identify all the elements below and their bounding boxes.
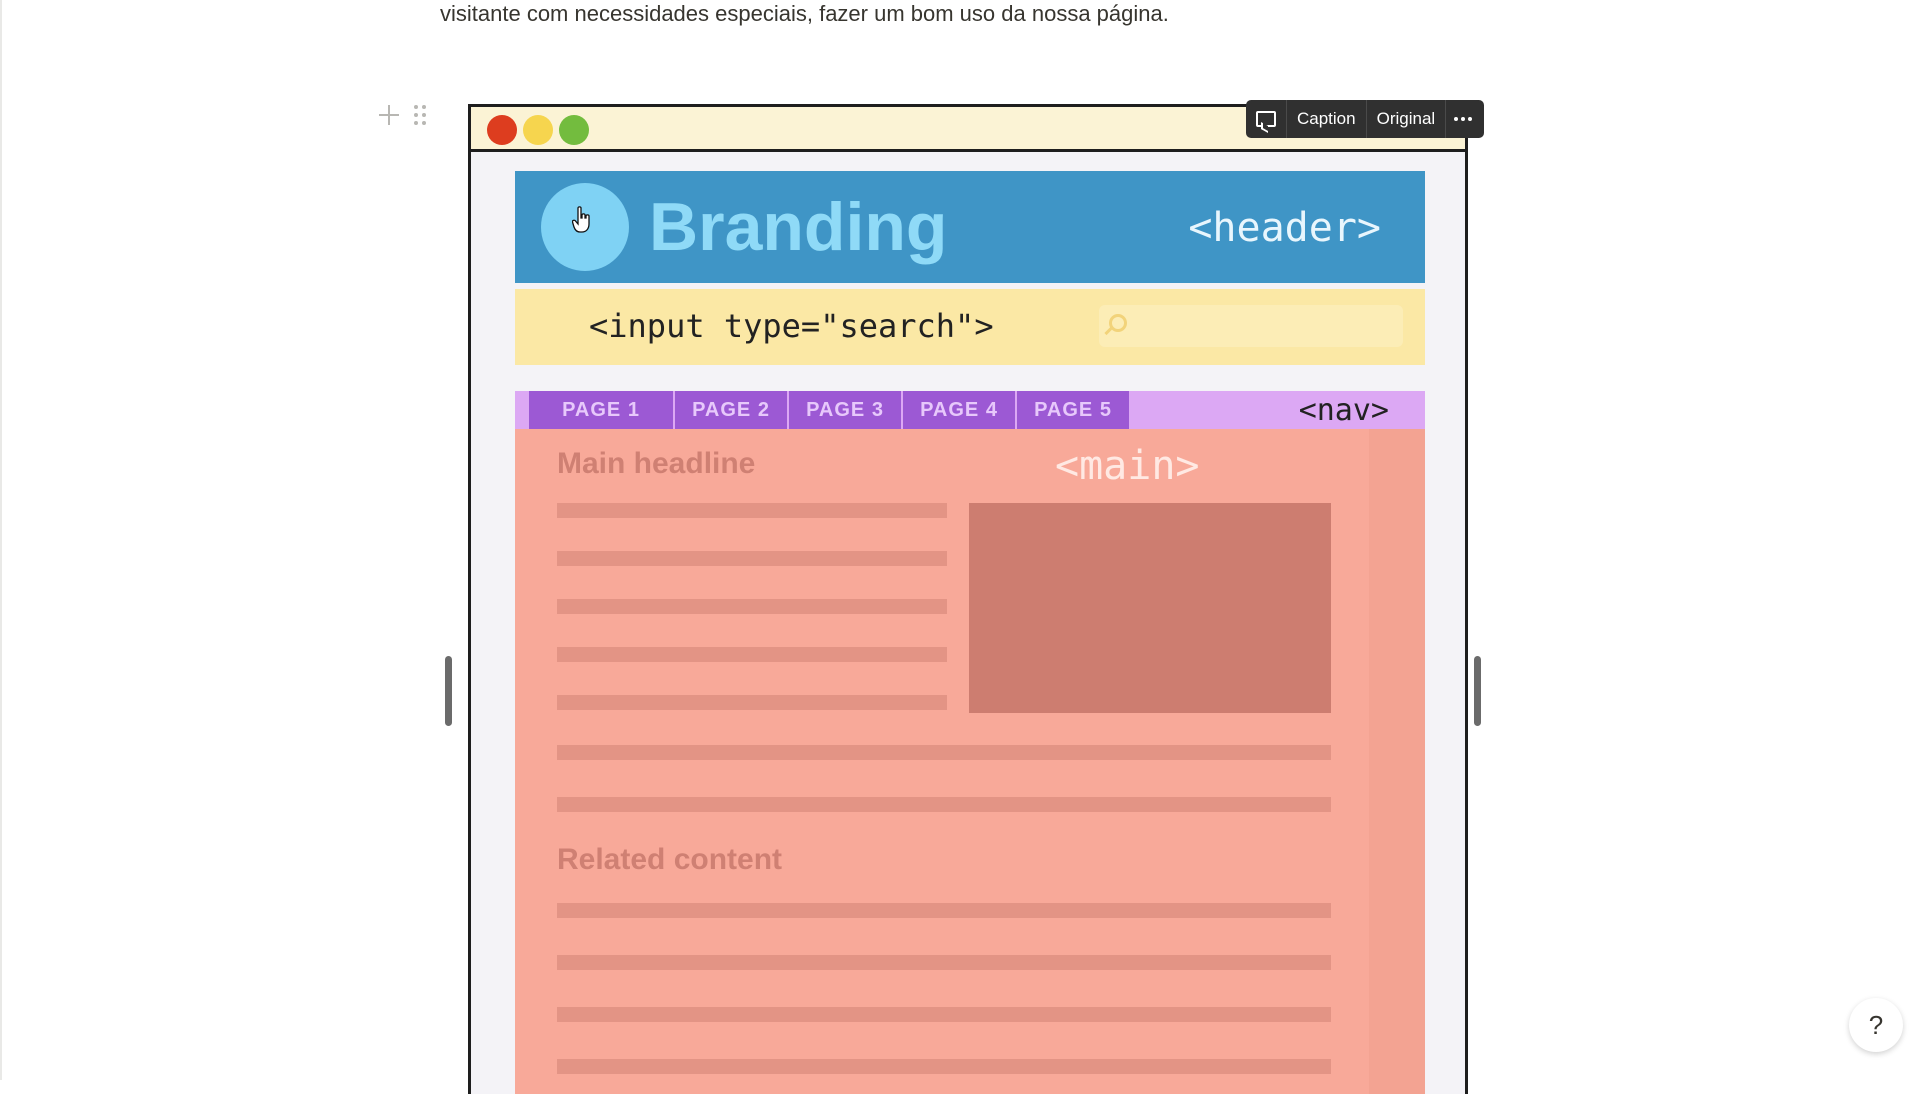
resize-handle-right[interactable]	[1474, 656, 1481, 726]
caption-button[interactable]: Caption	[1287, 100, 1367, 138]
hand-cursor-icon	[572, 206, 590, 233]
placeholder-text-line	[557, 695, 947, 710]
placeholder-text-line	[557, 647, 947, 662]
image-placeholder	[969, 503, 1331, 713]
placeholder-text-line	[557, 745, 1331, 760]
placeholder-text-line	[557, 903, 1331, 918]
search-code-label: <input type="search">	[589, 307, 994, 345]
embedded-image[interactable]: Branding <header> <input type="search"> …	[468, 104, 1468, 1094]
page-left-border	[0, 0, 2, 1080]
mock-search-field	[1099, 305, 1403, 347]
plus-icon[interactable]	[378, 104, 400, 126]
close-dot-icon	[487, 115, 517, 145]
magnifier-icon	[1109, 314, 1127, 332]
nav-tab-page-5: PAGE 5	[1017, 391, 1129, 429]
nav-tab-page-4: PAGE 4	[903, 391, 1015, 429]
image-toolbar: Caption Original	[1246, 100, 1484, 138]
mock-main: Main headline <main> Related content	[515, 429, 1425, 1094]
resize-handle-left[interactable]	[445, 656, 452, 726]
mock-search-bar: <input type="search">	[515, 289, 1425, 365]
mock-nav: PAGE 1 PAGE 2 PAGE 3 PAGE 4 PAGE 5 <nav>	[515, 391, 1425, 429]
header-tag: <header>	[1188, 205, 1381, 251]
mock-header: Branding <header>	[515, 171, 1425, 283]
nav-tab-page-3: PAGE 3	[789, 391, 901, 429]
mock-main-sidebar	[1369, 429, 1425, 1094]
nav-tag: <nav>	[1298, 393, 1389, 428]
more-options-button[interactable]	[1446, 100, 1480, 138]
placeholder-text-line	[557, 955, 1331, 970]
maximize-dot-icon	[559, 115, 589, 145]
placeholder-text-line	[557, 599, 947, 614]
nav-tab-page-1: PAGE 1	[529, 391, 673, 429]
main-headline: Main headline	[557, 447, 756, 480]
placeholder-text-line	[557, 1059, 1331, 1074]
original-button[interactable]: Original	[1367, 100, 1447, 138]
placeholder-text-line	[557, 503, 947, 518]
main-tag: <main>	[1055, 443, 1200, 489]
help-button[interactable]: ?	[1849, 998, 1903, 1052]
block-handle[interactable]	[378, 104, 426, 126]
drag-handle-icon[interactable]	[414, 105, 426, 125]
placeholder-text-line	[557, 551, 947, 566]
minimize-dot-icon	[523, 115, 553, 145]
comment-button[interactable]	[1246, 100, 1287, 138]
placeholder-text-line	[557, 797, 1331, 812]
body-paragraph: visitante com necessidades especiais, fa…	[440, 1, 1169, 26]
placeholder-text-line	[557, 1007, 1331, 1022]
related-content-heading: Related content	[557, 843, 783, 876]
nav-tab-page-2: PAGE 2	[675, 391, 787, 429]
more-horizontal-icon	[1454, 117, 1459, 121]
branding-text: Branding	[649, 189, 948, 265]
comment-icon	[1256, 111, 1276, 127]
